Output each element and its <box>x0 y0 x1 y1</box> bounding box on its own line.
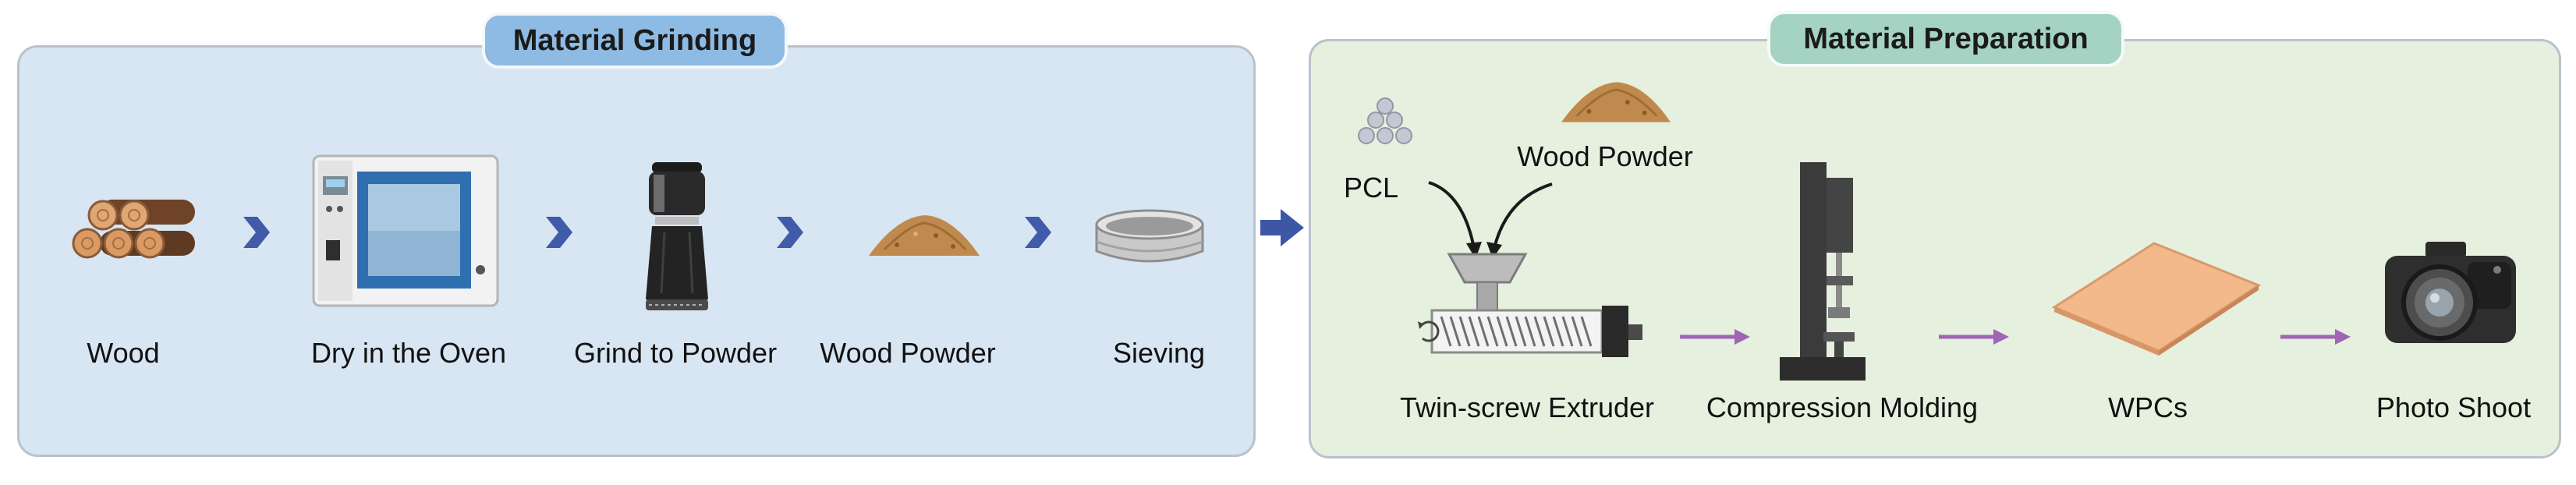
step-label-wood-powder: Wood Powder <box>820 337 996 369</box>
material-preparation-panel <box>1309 39 2561 458</box>
next-step-arrow <box>1939 329 2009 345</box>
sieve-icon <box>1095 209 1204 263</box>
material-grinding-title: Material Grinding <box>482 12 788 69</box>
next-step-arrow <box>243 217 270 248</box>
next-step-arrow <box>1025 217 1051 248</box>
step-label-photo-shoot: Photo Shoot <box>2376 391 2532 423</box>
compression-press-icon <box>1780 162 1866 381</box>
drying-oven-icon <box>312 154 499 307</box>
wood-logs-icon <box>72 200 195 259</box>
material-preparation-title: Material Preparation <box>1767 11 2124 67</box>
step-label-dry-in-the-oven: Dry in the Oven <box>310 337 507 369</box>
input-label-wood-powder: Wood Powder <box>1517 140 1693 172</box>
camera-icon <box>2385 242 2516 343</box>
next-step-arrow <box>777 217 803 248</box>
feed-arrows <box>1428 181 1553 259</box>
twin-screw-extruder-icon <box>1418 253 1642 357</box>
next-step-arrow <box>1680 329 1750 345</box>
material-grinding-panel <box>17 45 1256 457</box>
next-step-arrow <box>546 217 572 248</box>
wood-powder-pile-icon <box>869 215 980 256</box>
step-label-wpcs: WPCs <box>2108 391 2188 423</box>
step-label-twin-screw-extruder: Twin-screw Extruder <box>1399 391 1655 423</box>
pcl-pellets-icon <box>1358 97 1412 144</box>
step-label-grind-to-powder: Grind to Powder <box>573 337 778 369</box>
step-label-sieving: Sieving <box>1112 337 1206 369</box>
step-label-wood: Wood <box>87 337 160 369</box>
step-label-compression-molding: Compression Molding <box>1706 391 1979 423</box>
wpc-board-icon <box>2051 242 2262 356</box>
input-label-pcl: PCL <box>1343 172 1399 204</box>
grinder-icon <box>646 162 708 310</box>
section-connector-arrow <box>1260 209 1304 246</box>
next-step-arrow <box>2280 329 2351 345</box>
wood-powder-pile-icon <box>1561 82 1671 122</box>
